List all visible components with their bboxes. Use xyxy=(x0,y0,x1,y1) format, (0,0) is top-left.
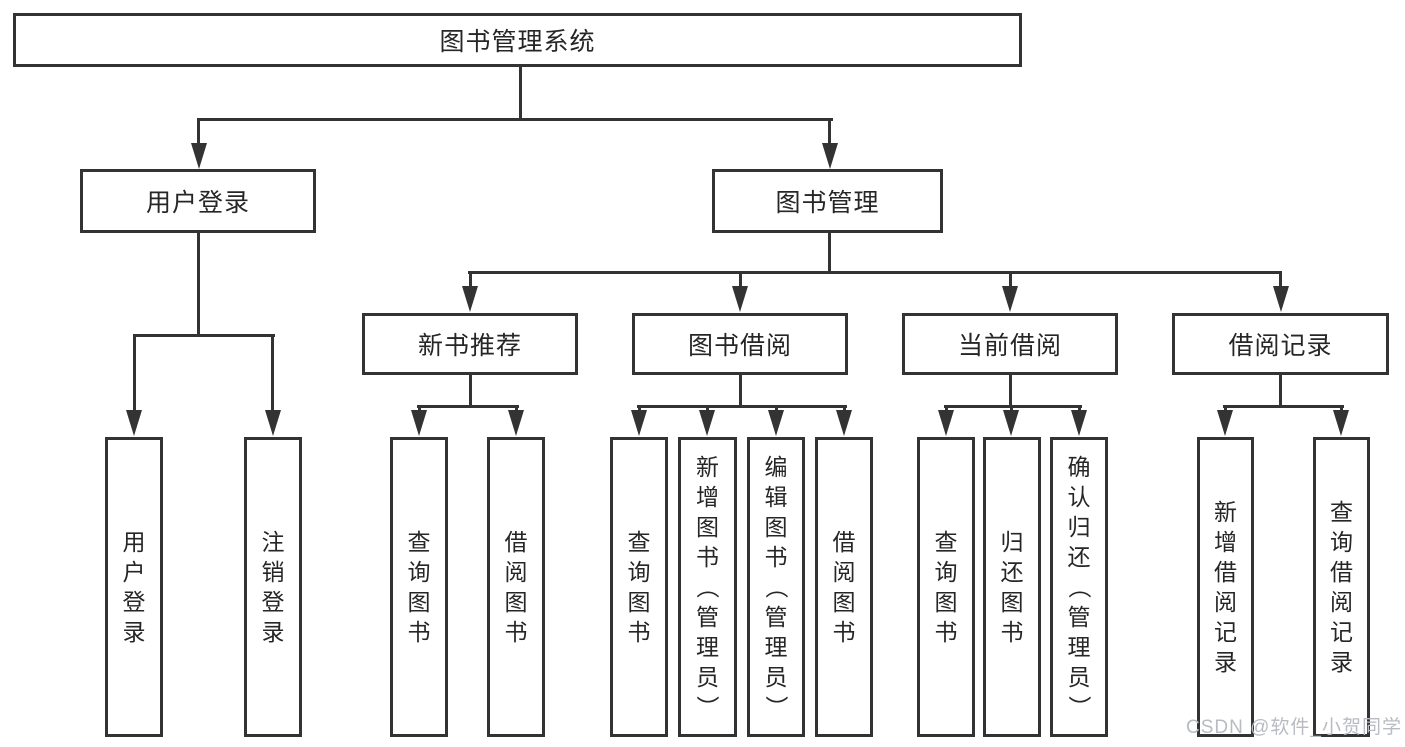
leaf-query-books-current: 查询图书 xyxy=(917,437,975,737)
connector-arrowhead xyxy=(1003,410,1019,436)
connector-line xyxy=(843,405,846,413)
connector-line xyxy=(197,118,833,121)
connector-arrowhead xyxy=(822,143,838,169)
connector-arrowhead xyxy=(768,410,784,436)
connector-line xyxy=(417,405,519,408)
node-book-management: 图书管理 xyxy=(712,169,943,233)
connector-line xyxy=(271,334,274,412)
leaf-label: 查询图书 xyxy=(407,529,431,645)
connector-arrowhead xyxy=(1217,410,1233,436)
connector-line xyxy=(469,271,472,289)
connector-line xyxy=(197,232,200,336)
connector-line xyxy=(637,405,847,408)
leaf-user-login: 用户登录 xyxy=(105,437,163,737)
node-library-management-system: 图书管理系统 xyxy=(13,13,1022,67)
connector-line xyxy=(468,271,1282,274)
connector-line xyxy=(828,232,831,274)
node-label: 图书管理 xyxy=(775,189,880,217)
connector-arrowhead xyxy=(1002,286,1018,312)
connector-line xyxy=(133,334,275,337)
leaf-query-borrow-record: 查询借阅记录 xyxy=(1313,437,1370,737)
connector-arrowhead xyxy=(1071,410,1087,436)
node-user-login: 用户登录 xyxy=(80,169,316,233)
leaf-add-borrow-record: 新增借阅记录 xyxy=(1197,437,1254,737)
leaf-label: 查询图书 xyxy=(627,529,651,645)
leaf-label: 查询借阅记录 xyxy=(1330,499,1353,675)
connector-line xyxy=(739,374,742,408)
leaf-query-books: 查询图书 xyxy=(610,437,668,737)
node-new-book-recommend: 新书推荐 xyxy=(362,313,578,375)
connector-line xyxy=(739,271,742,289)
connector-arrowhead xyxy=(1333,410,1349,436)
connector-line xyxy=(944,405,1082,408)
leaf-label: 注销登录 xyxy=(261,529,285,645)
leaf-logout: 注销登录 xyxy=(244,437,302,737)
connector-line xyxy=(828,118,831,144)
connector-line xyxy=(1010,405,1013,413)
leaf-borrow-books-recommend: 借阅图书 xyxy=(487,437,545,737)
leaf-label: 编辑图书（管理员） xyxy=(763,454,789,719)
watermark: CSDN @软件_小贺同学 xyxy=(1186,717,1402,738)
leaf-label: 查询图书 xyxy=(934,529,958,645)
connector-arrowhead xyxy=(938,410,954,436)
connector-line xyxy=(469,374,472,408)
connector-arrowhead xyxy=(1273,286,1289,312)
connector-line xyxy=(418,405,421,413)
node-label: 新书推荐 xyxy=(417,332,522,360)
connector-arrowhead xyxy=(836,410,852,436)
node-label: 用户登录 xyxy=(145,189,250,217)
connector-line xyxy=(1224,405,1227,413)
leaf-edit-books-admin: 编辑图书（管理员） xyxy=(747,437,805,737)
connector-line xyxy=(638,405,641,413)
leaf-add-books-admin: 新增图书（管理员） xyxy=(678,437,737,737)
connector-line xyxy=(515,405,518,413)
connector-arrowhead xyxy=(126,410,142,436)
connector-arrowhead xyxy=(699,410,715,436)
connector-arrowhead xyxy=(631,410,647,436)
node-label: 图书管理系统 xyxy=(439,28,596,56)
node-borrow-records: 借阅记录 xyxy=(1172,313,1389,375)
leaf-query-books-recommend: 查询图书 xyxy=(390,437,448,737)
leaf-label: 归还图书 xyxy=(1000,529,1024,645)
node-label: 图书借阅 xyxy=(687,332,792,360)
connector-line xyxy=(706,405,709,413)
leaf-label: 确认归还（管理员） xyxy=(1066,454,1092,719)
node-current-borrowing: 当前借阅 xyxy=(902,313,1118,375)
leaf-label: 用户登录 xyxy=(122,529,146,645)
connector-line xyxy=(945,405,948,413)
leaf-borrow-books: 借阅图书 xyxy=(815,437,873,737)
connector-line xyxy=(1009,271,1012,289)
leaf-label: 新增借阅记录 xyxy=(1214,499,1237,675)
connector-line xyxy=(1340,405,1343,413)
connector-line xyxy=(1279,374,1282,408)
leaf-label: 借阅图书 xyxy=(504,529,528,645)
connector-arrowhead xyxy=(191,143,207,169)
node-label: 借阅记录 xyxy=(1228,332,1333,360)
connector-line xyxy=(1009,374,1012,408)
connector-line xyxy=(133,334,136,412)
node-label: 当前借阅 xyxy=(957,332,1062,360)
leaf-label: 新增图书（管理员） xyxy=(694,454,721,719)
connector-arrowhead xyxy=(508,410,524,436)
leaf-label: 借阅图书 xyxy=(832,529,856,645)
connector-line xyxy=(197,118,200,144)
connector-arrowhead xyxy=(732,286,748,312)
connector-line xyxy=(1279,271,1282,289)
connector-line xyxy=(519,66,522,119)
connector-arrowhead xyxy=(462,286,478,312)
leaf-confirm-return-admin: 确认归还（管理员） xyxy=(1050,437,1108,737)
connector-line xyxy=(1223,405,1344,408)
connector-arrowhead xyxy=(411,410,427,436)
connector-line xyxy=(775,405,778,413)
leaf-return-books: 归还图书 xyxy=(983,437,1041,737)
connector-arrowhead xyxy=(265,410,281,436)
connector-line xyxy=(1078,405,1081,413)
node-book-borrowing: 图书借阅 xyxy=(632,313,848,375)
